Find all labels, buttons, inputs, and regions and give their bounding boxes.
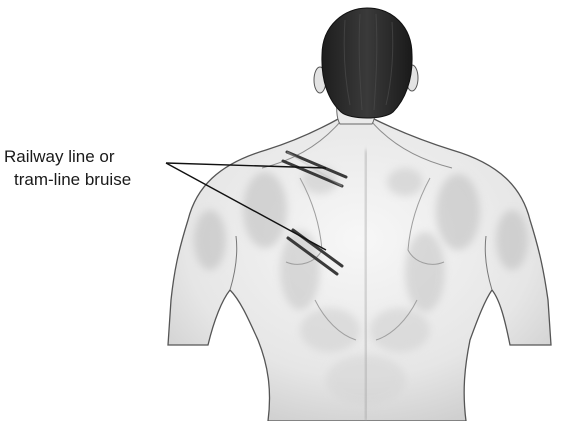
bruise-label-line1: Railway line or — [4, 147, 115, 166]
head-hair — [322, 8, 412, 118]
bruise-label-line2: tram-line bruise — [14, 170, 131, 189]
